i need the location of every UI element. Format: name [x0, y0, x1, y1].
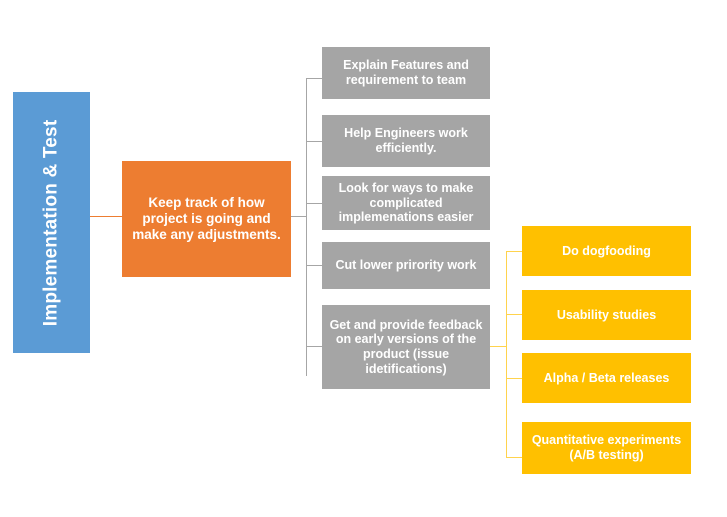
goal-node-label: Keep track of how project is going and m…: [132, 195, 281, 242]
goal-node-track-project[interactable]: Keep track of how project is going and m…: [122, 161, 291, 277]
connector-subtask-stem: [490, 346, 506, 347]
phase-node-label: Implementation & Test: [40, 119, 62, 326]
subtask-node-usability-studies[interactable]: Usability studies: [522, 290, 691, 340]
task-node-provide-feedback[interactable]: Get and provide feedback on early versio…: [322, 305, 490, 389]
connector-task-branch-5: [306, 346, 322, 347]
connector-subtask-branch-4: [506, 457, 522, 458]
subtask-node-label: Alpha / Beta releases: [543, 370, 670, 385]
task-node-cut-lower-priority-work[interactable]: Cut lower prirority work: [322, 242, 490, 289]
connector-subtask-trunk: [506, 251, 507, 457]
subtask-node-quantitative-experiments[interactable]: Quantitative experiments (A/B testing): [522, 422, 691, 474]
connector-phase-to-goal: [90, 216, 122, 217]
connector-task-branch-3: [306, 203, 322, 204]
connector-task-branch-2: [306, 141, 322, 142]
task-node-explain-features[interactable]: Explain Features and requirement to team: [322, 47, 490, 99]
subtask-node-label: Usability studies: [556, 307, 657, 322]
task-node-label: Get and provide feedback on early versio…: [329, 317, 483, 376]
task-node-label: Explain Features and requirement to team: [343, 58, 469, 87]
connector-subtask-branch-3: [506, 378, 522, 379]
subtask-node-alpha-beta-releases[interactable]: Alpha / Beta releases: [522, 353, 691, 403]
task-node-help-engineers[interactable]: Help Engineers work efficiently.: [322, 115, 490, 167]
subtask-node-label: Quantitative experiments (A/B testing): [531, 433, 682, 462]
connector-goal-stem: [291, 216, 307, 217]
subtask-node-do-dogfooding[interactable]: Do dogfooding: [522, 226, 691, 276]
subtask-node-label: Do dogfooding: [562, 243, 651, 258]
task-node-label: Help Engineers work efficiently.: [344, 126, 468, 155]
phase-node-implementation-and-test[interactable]: Implementation & Test: [13, 92, 90, 353]
task-node-label: Look for ways to make complicated implem…: [338, 180, 474, 225]
connector-subtask-branch-1: [506, 251, 522, 252]
task-node-label: Cut lower prirority work: [335, 258, 477, 273]
connector-task-branch-4: [306, 265, 322, 266]
task-node-simplify-implementations[interactable]: Look for ways to make complicated implem…: [322, 176, 490, 230]
connector-task-trunk: [306, 78, 307, 376]
connector-subtask-branch-2: [506, 314, 522, 315]
connector-task-branch-1: [306, 78, 322, 79]
